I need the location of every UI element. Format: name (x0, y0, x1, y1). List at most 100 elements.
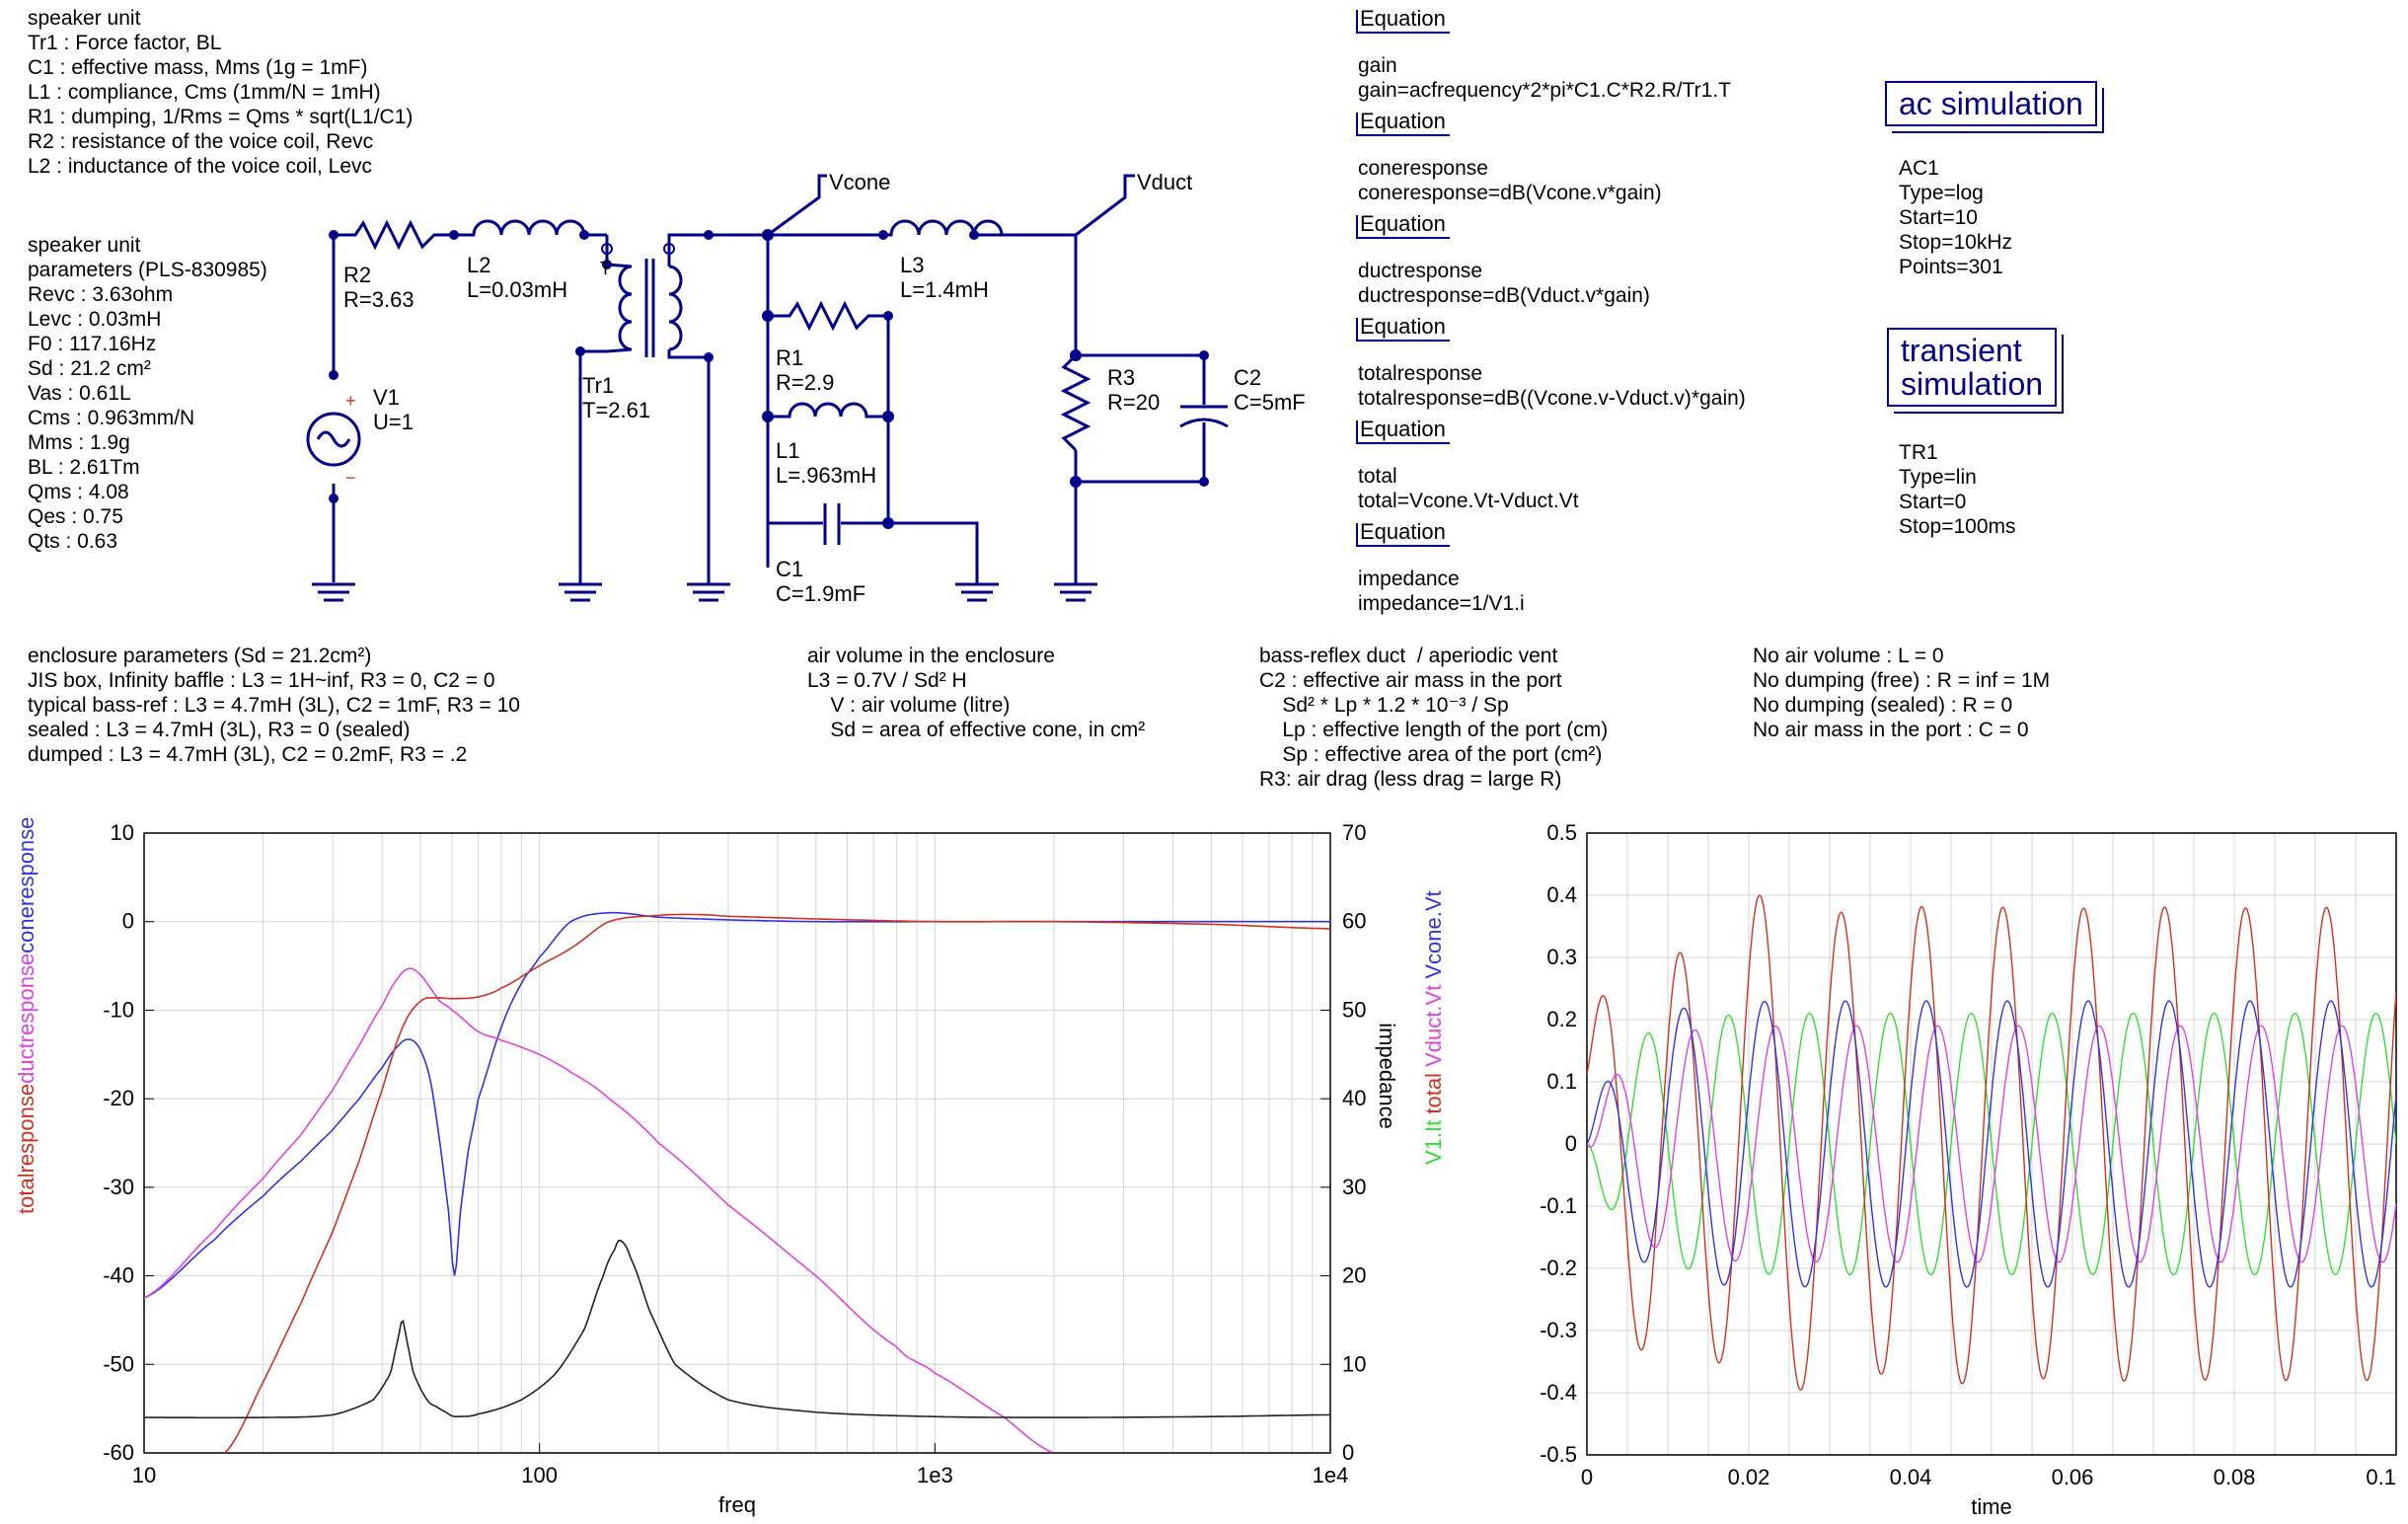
speaker-param-line: Vas : 0.61L (28, 382, 131, 405)
limit-line: No air mass in the port : C = 0 (1753, 719, 2029, 741)
enclosure-line: typical bass-ref : L3 = 4.7mH (3L), C2 =… (28, 694, 520, 717)
ac-param-line: AC1 (1899, 157, 1939, 180)
y-left-tick-label: -30 (103, 1175, 134, 1199)
speaker-unit-line: R2 : resistance of the voice coil, Revc (28, 130, 374, 153)
speaker-param-line: speaker unit (28, 234, 141, 257)
y-right-tick-label: 30 (1342, 1175, 1366, 1199)
x-tick-label: 0.04 (1890, 1465, 1932, 1489)
equation-header[interactable]: Equation (1356, 519, 1450, 547)
equation-header[interactable]: Equation (1356, 314, 1450, 342)
x-tick-label: 100 (521, 1463, 558, 1487)
series-V1.It (1587, 1012, 2396, 1276)
speaker-unit-line: L1 : compliance, Cms (1mm/N = 1mH) (28, 81, 381, 104)
y-tick-label: -0.5 (1540, 1442, 1577, 1467)
limit-line: No air volume : L = 0 (1753, 645, 1944, 667)
enclosure-line: JIS box, Infinity baffle : L3 = 1H~inf, … (28, 669, 495, 692)
y-label-ductresponse: ductresponse (14, 953, 38, 1084)
speaker-param-line: Qes : 0.75 (28, 505, 123, 528)
enclosure-line: dumped : L3 = 4.7mH (3L), C2 = 0.2mF, R3… (28, 743, 468, 766)
x-tick-label: 0.06 (2052, 1465, 2094, 1489)
ac-param-line: Stop=10kHz (1899, 231, 2012, 254)
transient-simulation-box[interactable]: transient simulation (1887, 328, 2058, 407)
series-Vcone.Vt (1587, 1000, 2396, 1288)
y-axis-label: V1.It total Vduct.Vt Vcone.Vt (1421, 890, 1446, 1165)
y-tick-label: -0.4 (1540, 1380, 1577, 1405)
series-totalresponse (224, 913, 1330, 1453)
speaker-unit-line: L2 : inductance of the voice coil, Levc (28, 155, 373, 178)
duct-line: C2 : effective air mass in the port (1259, 669, 1562, 692)
y-label-Vduct.Vt: Vduct.Vt (1421, 979, 1446, 1067)
y-left-tick-label: -60 (103, 1440, 134, 1465)
speaker-param-line: Levc : 0.03mH (28, 308, 162, 331)
v1-plus-sign: + (345, 391, 356, 411)
tr-param-line: TR1 (1899, 441, 1938, 464)
label-vcone[interactable]: Vcone (829, 170, 891, 194)
y-right-tick-label: 50 (1342, 997, 1366, 1022)
x-tick-label: 0.08 (2214, 1465, 2256, 1489)
equation-header[interactable]: Equation (1356, 109, 1450, 136)
equation-header[interactable]: Equation (1356, 6, 1450, 34)
x-axis-label: freq (718, 1492, 756, 1517)
series-ductresponse (144, 967, 1053, 1453)
series-impedance (144, 1240, 1330, 1419)
x-tick-label: 0.1 (2366, 1465, 2396, 1489)
enclosure-line: sealed : L3 = 4.7mH (3L), R3 = 0 (sealed… (28, 719, 411, 741)
y-tick-label: 0.2 (1546, 1007, 1577, 1031)
y-tick-label: 0.4 (1546, 882, 1577, 907)
tr-param-line: Type=lin (1899, 466, 1977, 489)
ac-param-line: Type=log (1899, 182, 1984, 204)
x-tick-label: 0.02 (1728, 1465, 1770, 1489)
y-tick-label: 0.3 (1546, 945, 1577, 969)
speaker-param-line: Qms : 4.08 (28, 481, 129, 503)
duct-line: R3: air drag (less drag = large R) (1259, 768, 1562, 791)
y-right-tick-label: 70 (1342, 820, 1366, 845)
equation-header[interactable]: Equation (1356, 211, 1450, 239)
y-right-tick-label: 60 (1342, 909, 1366, 934)
y-tick-label: -0.2 (1540, 1256, 1577, 1280)
label-vduct[interactable]: Vduct (1137, 170, 1193, 194)
x-tick-label: 1e4 (1313, 1463, 1349, 1487)
y-left-tick-label: -20 (103, 1086, 134, 1110)
tr-param-line: Stop=100ms (1899, 515, 2016, 538)
y-left-tick-label: -50 (103, 1351, 134, 1376)
ac-simulation-box[interactable]: ac simulation (1885, 81, 2097, 126)
speaker-unit-line: speaker unit (28, 7, 141, 30)
series-coneresponse (144, 911, 1330, 1299)
speaker-unit-line: Tr1 : Force factor, BL (28, 32, 222, 54)
plot-frame (143, 832, 1331, 1454)
equation-header[interactable]: Equation (1356, 417, 1450, 444)
x-tick-label: 1e3 (917, 1463, 953, 1487)
limit-line: No dumping (free) : R = inf = 1M (1753, 669, 2051, 692)
y-tick-label: -0.3 (1540, 1318, 1577, 1342)
y-tick-label: 0.5 (1546, 820, 1577, 845)
y-tick-label: 0.1 (1546, 1069, 1577, 1094)
speaker-unit-line: C1 : effective mass, Mms (1g = 1mF) (28, 56, 368, 79)
tr-param-line: Start=0 (1899, 491, 1967, 513)
y-left-tick-label: 0 (122, 909, 134, 934)
